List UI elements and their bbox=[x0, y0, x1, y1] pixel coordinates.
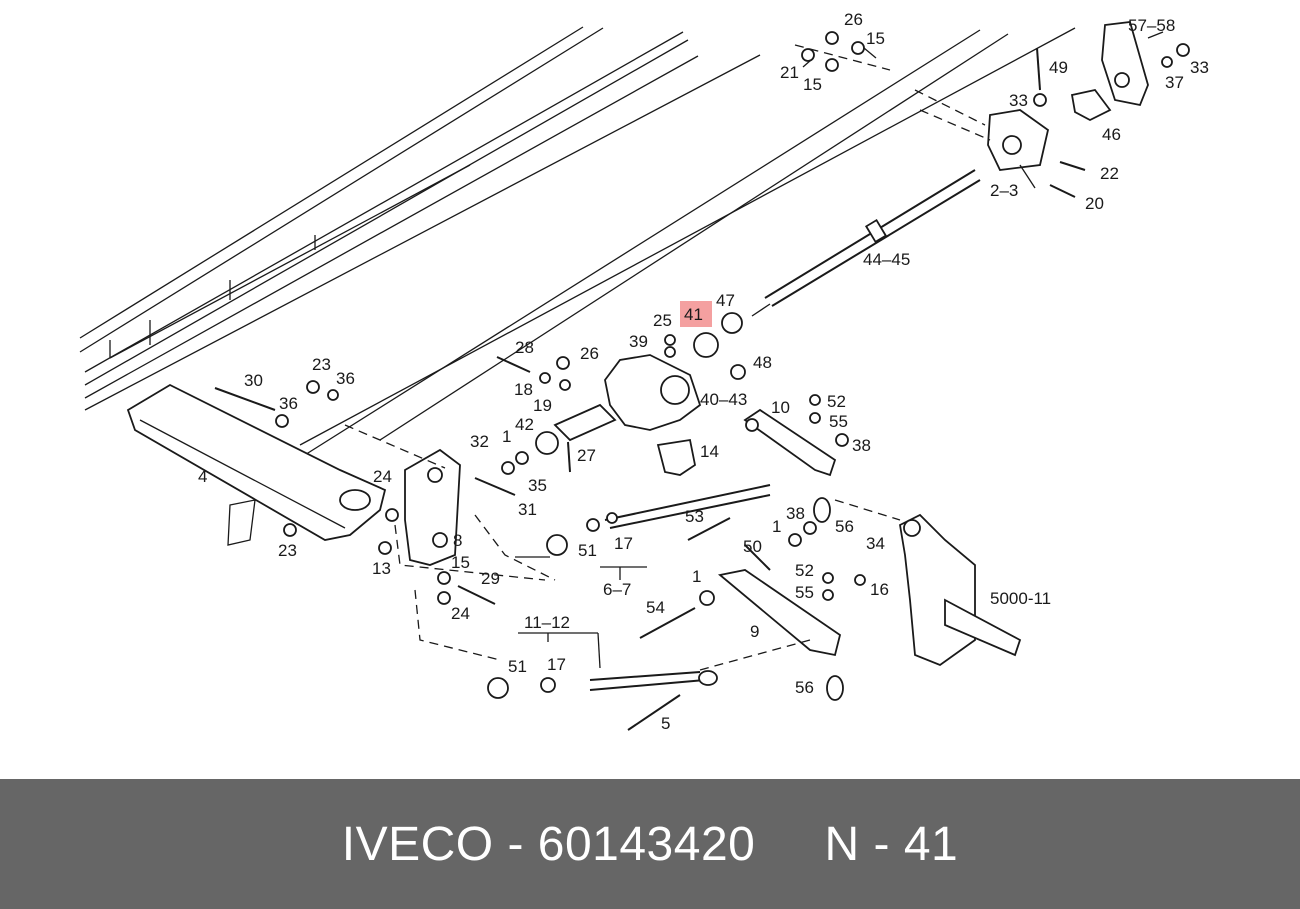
steering-shaft bbox=[751, 169, 981, 317]
label-37: 37 bbox=[1165, 73, 1184, 92]
label-36: 36 bbox=[336, 369, 355, 388]
callout-labels: 26 15 21 15 57–58 33 37 49 33 46 22 20 2… bbox=[198, 10, 1209, 733]
steering-knuckle bbox=[899, 513, 1022, 667]
label-57-58: 57–58 bbox=[1128, 16, 1175, 35]
label-55: 55 bbox=[829, 412, 848, 431]
label-23: 23 bbox=[312, 355, 331, 374]
label-9: 9 bbox=[750, 622, 759, 641]
label-16: 16 bbox=[870, 580, 889, 599]
highlight-box bbox=[680, 301, 712, 327]
label-26: 26 bbox=[844, 10, 863, 29]
label-8: 8 bbox=[453, 531, 462, 550]
label-1: 1 bbox=[502, 427, 511, 446]
label-42: 42 bbox=[515, 415, 534, 434]
label-13: 13 bbox=[372, 559, 391, 578]
reference-lines bbox=[344, 44, 991, 671]
label-15: 15 bbox=[803, 75, 822, 94]
axle-beam bbox=[126, 380, 387, 546]
label-30: 30 bbox=[244, 371, 263, 390]
label-23: 23 bbox=[278, 541, 297, 560]
label-26: 26 bbox=[580, 344, 599, 363]
label-18: 18 bbox=[514, 380, 533, 399]
label-47: 47 bbox=[716, 291, 735, 310]
label-28: 28 bbox=[515, 338, 534, 357]
label-11-12: 11–12 bbox=[524, 613, 570, 632]
label-15: 15 bbox=[866, 29, 885, 48]
label-33: 33 bbox=[1009, 91, 1028, 110]
label-39: 39 bbox=[629, 332, 648, 351]
label-33: 33 bbox=[1190, 58, 1209, 77]
drag-links bbox=[487, 484, 771, 731]
label-52: 52 bbox=[795, 561, 814, 580]
leader-lines bbox=[515, 31, 1164, 669]
label-41: 41 bbox=[684, 305, 703, 324]
label-32: 32 bbox=[470, 432, 489, 451]
label-51: 51 bbox=[578, 541, 597, 560]
label-17: 17 bbox=[614, 534, 633, 553]
upper-bracket bbox=[801, 21, 1190, 198]
label-25: 25 bbox=[653, 311, 672, 330]
label-36: 36 bbox=[279, 394, 298, 413]
label-1: 1 bbox=[772, 517, 781, 536]
label-53: 53 bbox=[685, 507, 704, 526]
label-40-43: 40–43 bbox=[700, 390, 747, 409]
label-5000-11: 5000-11 bbox=[990, 589, 1051, 608]
label-22: 22 bbox=[1100, 164, 1119, 183]
label-48: 48 bbox=[753, 353, 772, 372]
steering-box bbox=[496, 312, 746, 476]
label-49: 49 bbox=[1049, 58, 1068, 77]
label-35: 35 bbox=[528, 476, 547, 495]
label-29: 29 bbox=[481, 569, 500, 588]
label-46: 46 bbox=[1102, 125, 1121, 144]
label-10: 10 bbox=[771, 398, 790, 417]
label-24: 24 bbox=[373, 467, 392, 486]
chassis-frame bbox=[79, 26, 1076, 459]
arms bbox=[699, 394, 866, 701]
label-2-3: 2–3 bbox=[990, 181, 1018, 200]
label-27: 27 bbox=[577, 446, 596, 465]
label-38: 38 bbox=[786, 504, 805, 523]
label-5: 5 bbox=[661, 714, 670, 733]
label-19: 19 bbox=[533, 396, 552, 415]
label-21: 21 bbox=[780, 63, 799, 82]
label-1: 1 bbox=[692, 567, 701, 586]
label-15: 15 bbox=[451, 553, 470, 572]
label-17: 17 bbox=[547, 655, 566, 674]
label-56: 56 bbox=[835, 517, 854, 536]
label-20: 20 bbox=[1085, 194, 1104, 213]
label-51: 51 bbox=[508, 657, 527, 676]
label-54: 54 bbox=[646, 598, 665, 617]
label-44-45: 44–45 bbox=[863, 250, 910, 269]
label-24: 24 bbox=[451, 604, 470, 623]
part-footer-bar: IVECO - 60143420 N - 41 bbox=[0, 779, 1300, 909]
label-55: 55 bbox=[795, 583, 814, 602]
label-52: 52 bbox=[827, 392, 846, 411]
label-34: 34 bbox=[866, 534, 885, 553]
label-50: 50 bbox=[743, 537, 762, 556]
label-31: 31 bbox=[518, 500, 537, 519]
label-56: 56 bbox=[795, 678, 814, 697]
label-4: 4 bbox=[198, 467, 207, 486]
label-38: 38 bbox=[852, 436, 871, 455]
label-14: 14 bbox=[700, 442, 719, 461]
label-6-7: 6–7 bbox=[603, 580, 631, 599]
steering-bracket bbox=[378, 448, 516, 605]
part-reference-text: IVECO - 60143420 N - 41 bbox=[341, 817, 959, 871]
parts-diagram: 26 15 21 15 57–58 33 37 49 33 46 22 20 2… bbox=[79, 10, 1209, 733]
